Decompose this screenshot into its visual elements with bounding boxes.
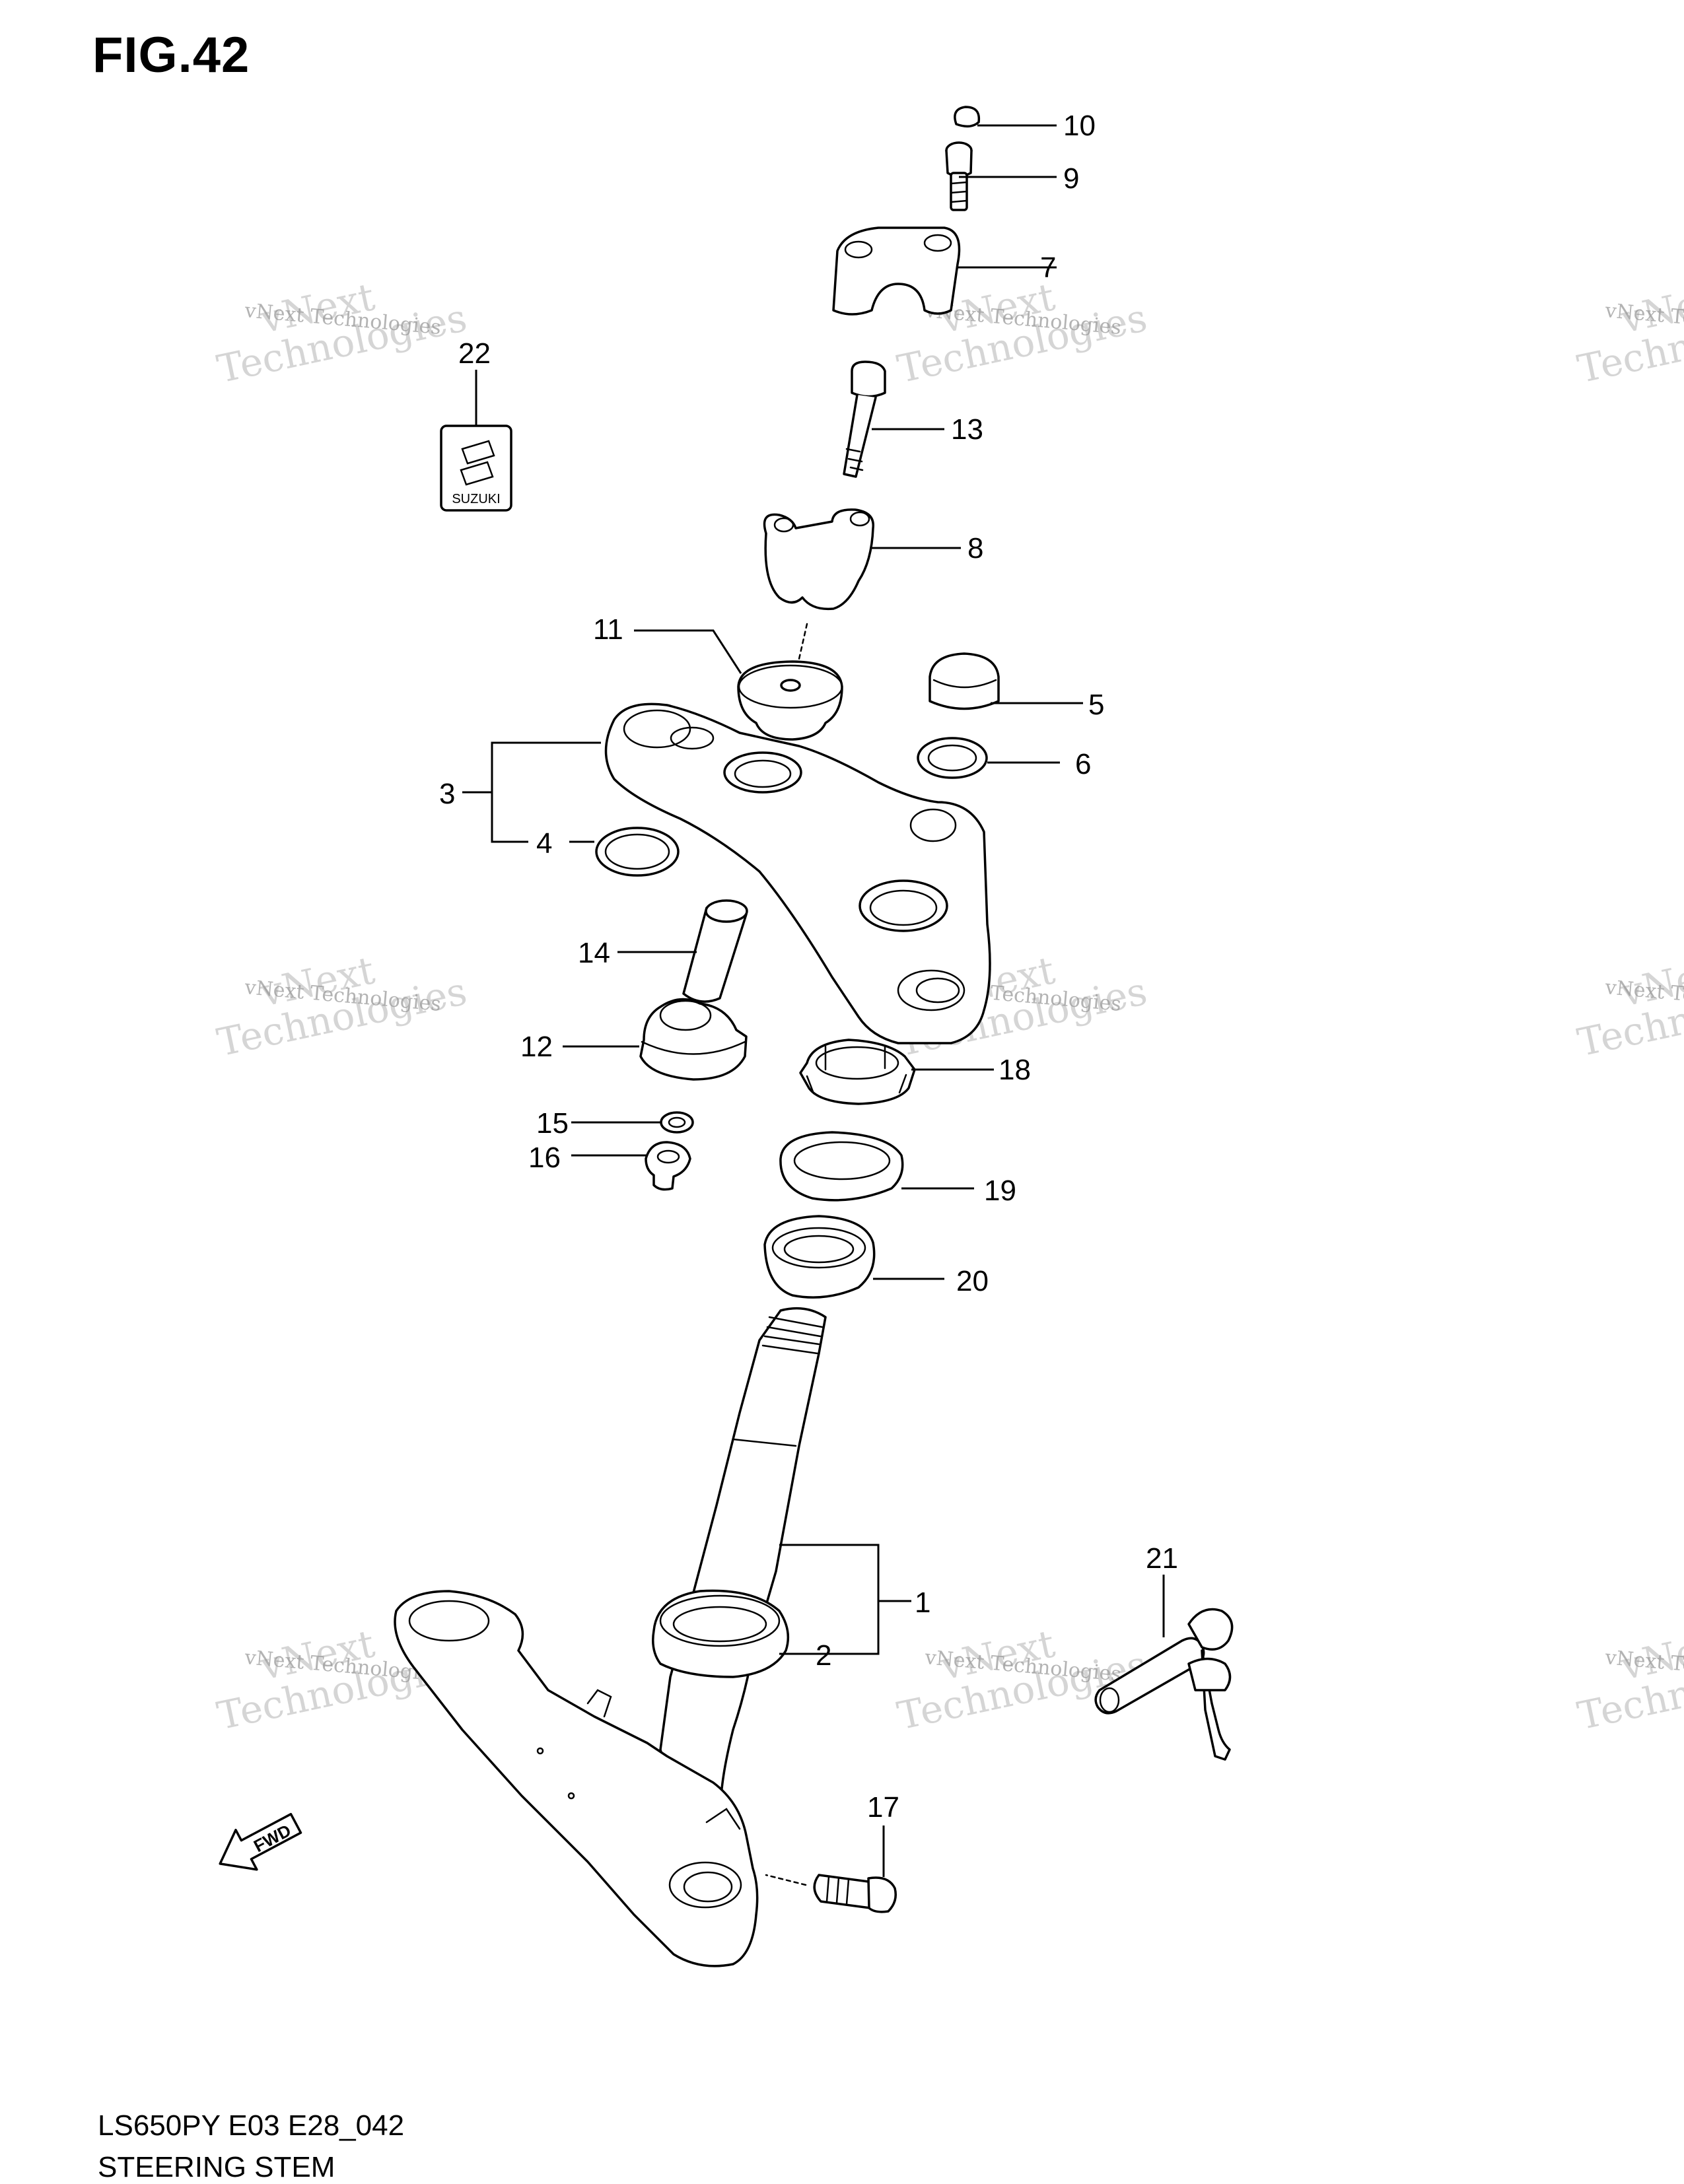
callout-19: 19: [984, 1175, 1016, 1207]
part-6-washer: [917, 737, 988, 779]
part-13-long-bolt: [843, 360, 886, 478]
part-3-upper-bracket: [604, 702, 991, 1044]
callout-7: 7: [1040, 252, 1056, 284]
callout-6: 6: [1075, 748, 1091, 780]
callout-20: 20: [956, 1265, 989, 1297]
part-15-washer: [660, 1111, 694, 1134]
part-1-steering-stem: [659, 1307, 827, 1797]
callout-1: 1: [915, 1587, 930, 1619]
callout-3: 3: [439, 778, 455, 810]
part-2-lower-bearing: [652, 1589, 790, 1678]
part-10-cap: [954, 106, 981, 128]
callout-18: 18: [999, 1054, 1031, 1086]
lower-bracket: [394, 1590, 759, 1967]
part-12-bush: [639, 998, 748, 1081]
emblem-text: SUZUKI: [452, 492, 500, 506]
callout-14: 14: [578, 937, 610, 969]
callout-12: 12: [520, 1031, 553, 1063]
callout-13: 13: [951, 413, 983, 446]
callout-9: 9: [1063, 162, 1079, 195]
part-19-seal: [779, 1131, 904, 1202]
callout-11: 11: [593, 613, 623, 646]
callout-10: 10: [1063, 110, 1096, 142]
callout-2: 2: [816, 1639, 831, 1672]
callout-15: 15: [536, 1107, 569, 1140]
part-4-ring: [595, 827, 680, 877]
callout-numbers: 10 9 7 13 8 11 5 6 3 4 14 12 15 16 18 19…: [439, 110, 1178, 1824]
part-7-upper-holder: [832, 226, 961, 316]
part-9-bolt: [945, 141, 973, 211]
part-11-damper: [737, 660, 843, 741]
part-22-emblem: SUZUKI: [440, 425, 512, 512]
callout-5: 5: [1088, 689, 1104, 721]
callout-4: 4: [536, 827, 552, 860]
callout-16: 16: [528, 1142, 561, 1174]
callout-22: 22: [458, 337, 491, 370]
part-18-nut: [799, 1039, 916, 1105]
part-16-grommet: [645, 1141, 691, 1191]
part-17-bolt: [765, 1874, 897, 1913]
callout-21: 21: [1146, 1542, 1178, 1575]
callout-17: 17: [867, 1791, 899, 1824]
fwd-arrow-icon: FWD: [219, 1812, 302, 1871]
footer-section-name: STEERING STEM: [98, 2151, 335, 2183]
part-5-cap: [929, 652, 1000, 710]
callout-8: 8: [967, 532, 983, 564]
part-14-sleeve: [682, 899, 748, 1003]
figure-title: FIG.42: [92, 27, 250, 83]
footer-model-code: LS650PY E03 E28_042: [98, 2109, 405, 2142]
leader-lines: [462, 124, 1165, 1877]
part-21-steering-lock: [1094, 1608, 1234, 1761]
part-20-bearing: [763, 1215, 876, 1299]
part-8-lower-holder: [763, 508, 874, 611]
